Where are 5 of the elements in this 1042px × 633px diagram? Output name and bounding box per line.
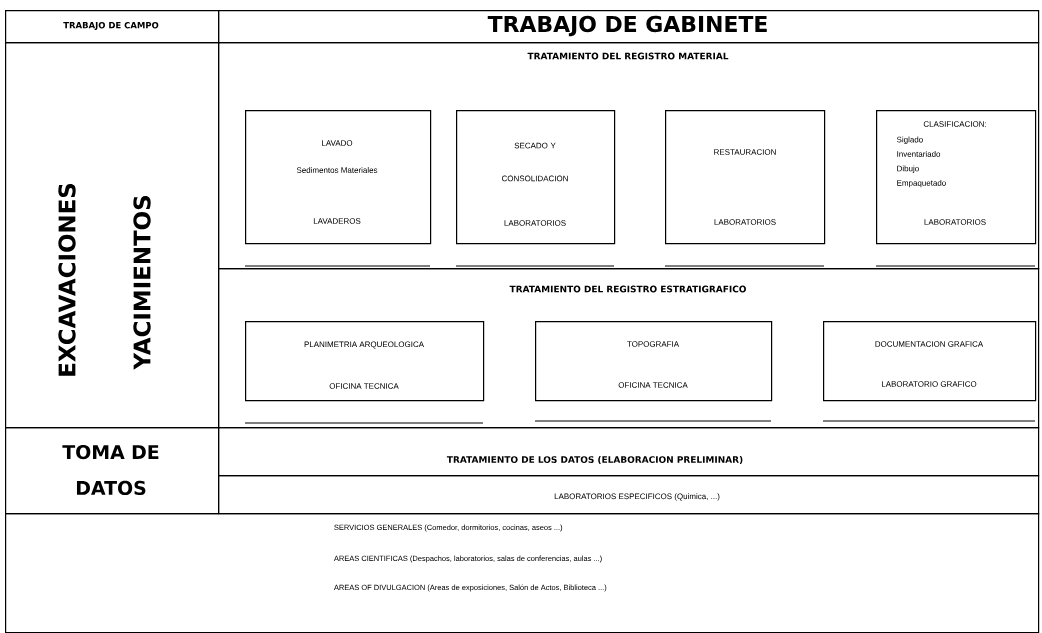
table-cell: EXCAVACIONES YACIMIENTOS <box>5 42 220 429</box>
table-cell: TRATAMIENTO DE LOS DATOS (ELABORACION PRELIMINAR) <box>218 427 1040 477</box>
header-cell: TRABAJO DE CAMPO <box>5 10 220 44</box>
header-cell: TRABAJO DE GABINETE <box>218 10 1040 44</box>
table-cell: TOMA DE DATOS <box>5 427 220 515</box>
